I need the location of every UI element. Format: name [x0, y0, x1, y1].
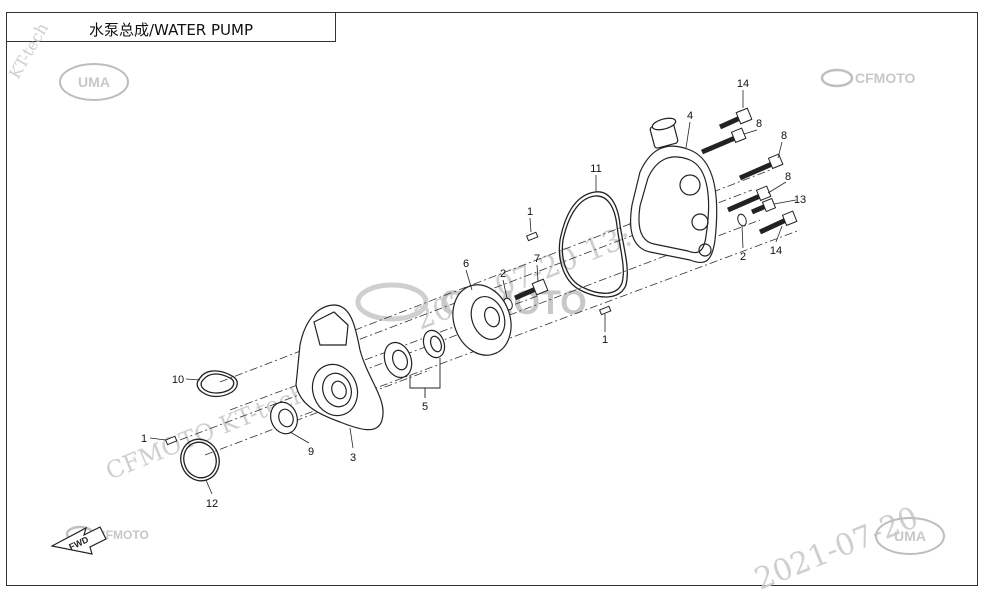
callout-9: 9 — [308, 446, 314, 458]
part-5-bracket — [409, 358, 441, 398]
fwd-arrow-icon: FWD — [50, 526, 107, 555]
callout-8-c: 8 — [785, 171, 791, 183]
part-5-seals — [383, 329, 446, 379]
callout-1-top: 1 — [527, 206, 533, 218]
diagram-frame — [6, 12, 978, 586]
uma-logo-bottom: UMA — [875, 517, 945, 555]
callout-11: 11 — [590, 163, 601, 175]
part-13-bolt — [751, 197, 777, 215]
callout-10: 10 — [172, 374, 184, 386]
part-8-bolt-a — [701, 127, 747, 155]
part-10-seal-ring — [196, 370, 238, 398]
part-2-washer-right — [737, 213, 747, 227]
part-8-bolt-c — [726, 185, 772, 213]
bottom-date-watermark: 2021-07-20 — [750, 500, 923, 596]
callout-2-mid: 2 — [500, 268, 506, 280]
callout-13: 13 — [794, 194, 806, 206]
svg-text:UMA: UMA — [894, 528, 926, 544]
part-9-bearing — [270, 401, 298, 435]
svg-text:CFMOTO: CFMOTO — [855, 70, 916, 86]
part-11-gasket — [558, 191, 628, 298]
callout-14-top: 14 — [737, 78, 749, 90]
part-3-pump-housing — [295, 304, 384, 431]
callout-3: 3 — [350, 452, 356, 464]
part-14-bolt-top — [718, 107, 753, 130]
uma-logo-top: UMA — [59, 63, 129, 101]
part-12-o-ring — [180, 438, 220, 482]
callout-6: 6 — [463, 258, 469, 270]
page-title: 水泵总成/WATER PUMP — [89, 21, 254, 39]
part-8-bolt-b — [738, 153, 784, 181]
part-1-dowel-mid — [598, 305, 612, 316]
part-4-pump-cover — [629, 117, 718, 264]
callout-12: 12 — [206, 498, 218, 510]
svg-text:CFMOTO: CFMOTO — [97, 528, 149, 542]
callout-1-mid: 1 — [602, 334, 608, 346]
title-box: 水泵总成/WATER PUMP — [6, 12, 336, 42]
callout-2-right: 2 — [740, 251, 746, 263]
part-7-bolt — [514, 278, 549, 301]
callout-14-bottom: 14 — [770, 245, 782, 257]
callout-8-b: 8 — [781, 130, 787, 142]
callout-8-a: 8 — [756, 118, 762, 130]
corner-watermark: KT-tech — [5, 20, 52, 82]
part-6-impeller — [452, 284, 512, 356]
callout-1-left: 1 — [141, 433, 147, 445]
leader-lines — [149, 90, 797, 495]
callout-7: 7 — [534, 253, 540, 265]
callout-5: 5 — [422, 401, 428, 413]
part-1-dowel-top — [525, 231, 539, 242]
svg-text:UMA: UMA — [78, 74, 110, 90]
cfmoto-logo-top: CFMOTO — [820, 68, 916, 88]
part-14-bolt-bottom — [758, 210, 798, 235]
callout-4: 4 — [687, 110, 693, 122]
part-1-dowel-left — [164, 435, 178, 446]
callout-labels: 14 4 8 8 11 8 13 1 2 14 7 6 2 1 10 5 1 9… — [141, 78, 806, 510]
